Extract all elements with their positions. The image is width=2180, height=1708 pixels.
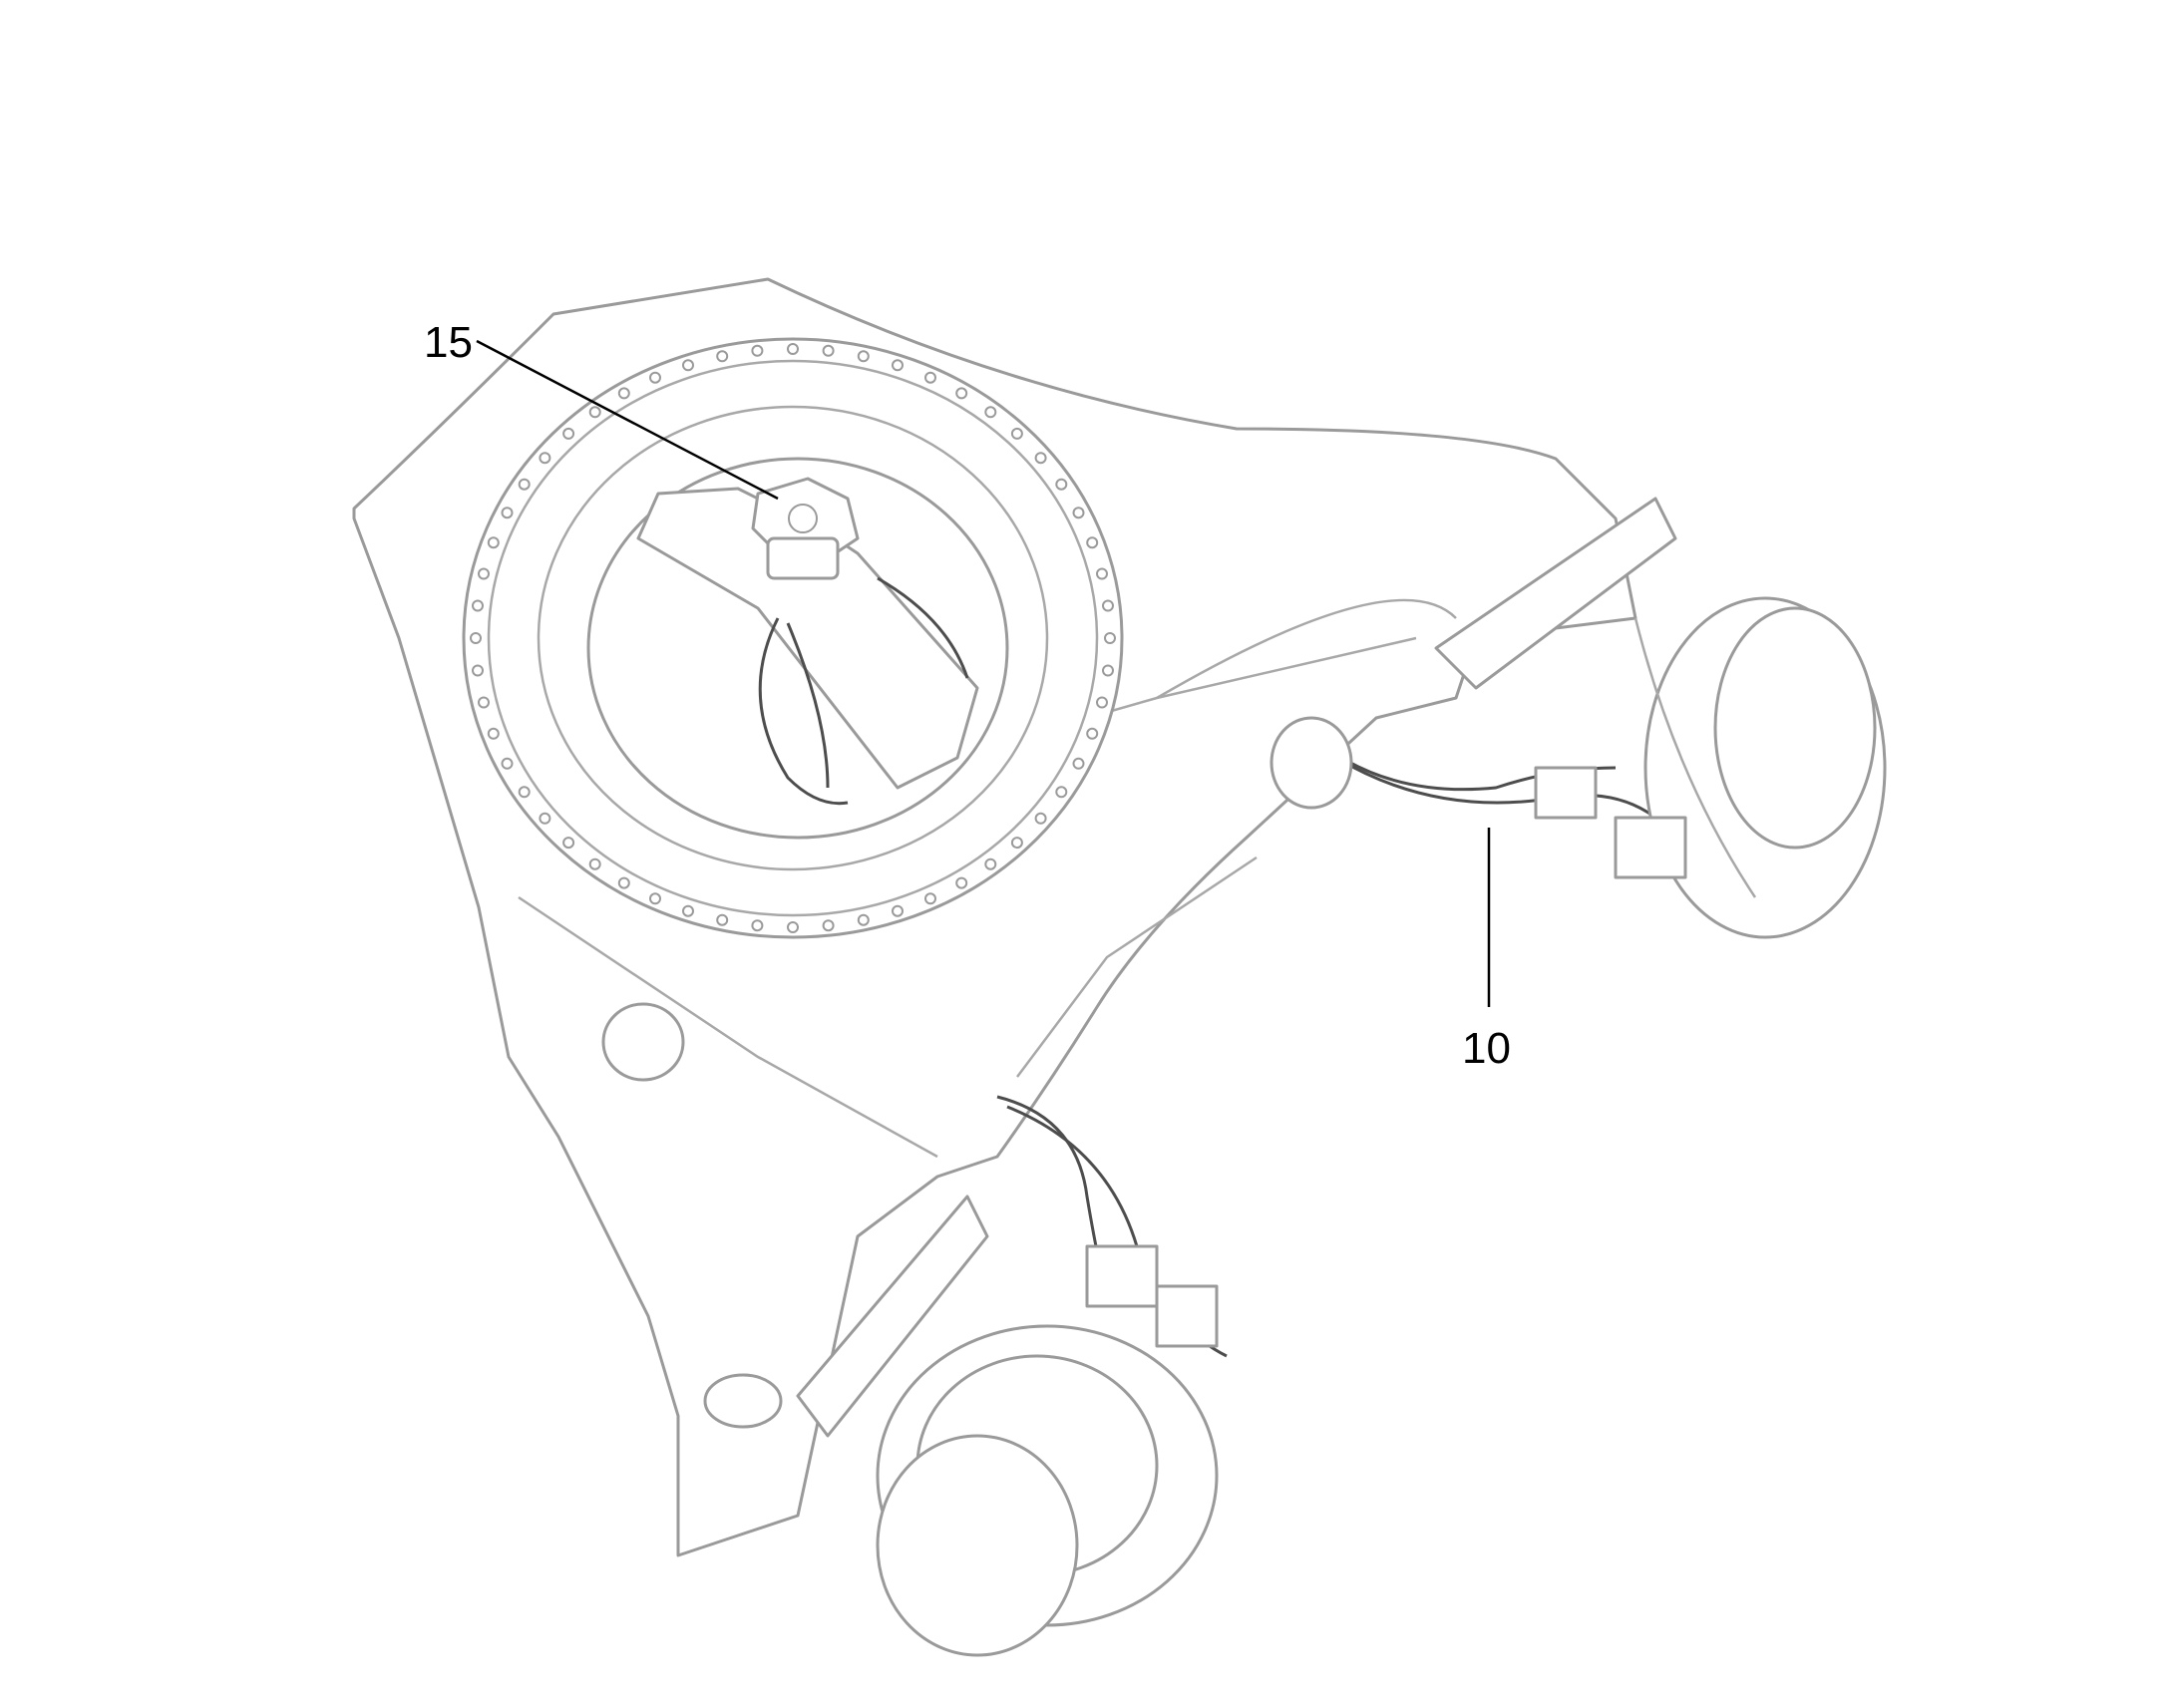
leader-line-15: [476, 339, 779, 501]
bolt-hole: [1072, 507, 1085, 519]
bolt-hole: [857, 913, 870, 926]
bolt-hole: [617, 876, 630, 889]
bolt-hole: [682, 359, 694, 372]
bolt-hole: [518, 786, 531, 799]
bolt-hole: [470, 632, 482, 644]
bolt-hole: [472, 599, 484, 612]
bolt-hole: [751, 919, 764, 932]
bolt-hole: [955, 387, 968, 400]
bolt-hole: [617, 387, 630, 400]
bolt-hole: [787, 921, 799, 933]
bolt-hole: [892, 904, 904, 917]
bolt-hole: [822, 344, 835, 357]
rotor-arm: [636, 477, 979, 790]
left-drive-unit: [796, 1195, 1219, 1657]
bolt-hole: [822, 919, 835, 932]
bolt-hole: [955, 876, 968, 889]
bolt-hole: [787, 343, 799, 355]
bolt-hole: [716, 913, 729, 926]
bolt-hole: [1034, 812, 1047, 825]
bolt-hole: [518, 478, 531, 491]
bolt-hole: [924, 371, 936, 384]
bolt-hole: [1010, 427, 1023, 440]
bolt-hole: [649, 371, 661, 384]
bolt-hole: [539, 812, 551, 825]
bolt-hole: [562, 837, 575, 850]
frame-cutout: [1270, 716, 1353, 810]
bolt-hole: [588, 406, 601, 419]
bolt-hole: [682, 904, 694, 917]
frame-cutout: [703, 1373, 783, 1429]
bolt-hole: [984, 857, 997, 870]
bolt-hole: [1034, 452, 1047, 465]
bolt-hole: [1086, 536, 1099, 549]
bolt-hole: [649, 892, 661, 905]
bolt-hole: [539, 452, 551, 465]
bolt-hole: [924, 892, 936, 905]
bolt-hole: [487, 727, 500, 740]
bolt-holes: [470, 343, 1116, 933]
bolt-hole: [1102, 664, 1114, 677]
bolt-hole: [487, 536, 500, 549]
bolt-hole: [1096, 567, 1108, 580]
bolt-hole: [1055, 786, 1068, 799]
frame-cutout: [601, 1002, 685, 1082]
bolt-hole: [1086, 727, 1099, 740]
bolt-hole: [472, 664, 484, 677]
bolt-hole: [984, 406, 997, 419]
bolt-hole: [1010, 837, 1023, 850]
bolt-hole: [1072, 757, 1085, 770]
bolt-hole: [1096, 696, 1108, 709]
bolt-hole: [478, 567, 490, 580]
bolt-hole: [857, 350, 870, 363]
bolt-hole: [478, 696, 490, 709]
bolt-hole: [501, 757, 514, 770]
bolt-hole: [892, 359, 904, 372]
bolt-hole: [1055, 478, 1068, 491]
bolt-hole: [1104, 632, 1116, 644]
bolt-hole: [751, 344, 764, 357]
bolt-hole: [588, 857, 601, 870]
callout-label-15: 15: [424, 318, 473, 367]
bolt-hole: [562, 427, 575, 440]
bolt-hole: [716, 350, 729, 363]
right-drive-unit: [1434, 497, 1887, 939]
bolt-hole: [501, 507, 514, 519]
callout-label-10: 10: [1462, 1024, 1511, 1073]
bolt-hole: [1102, 599, 1114, 612]
